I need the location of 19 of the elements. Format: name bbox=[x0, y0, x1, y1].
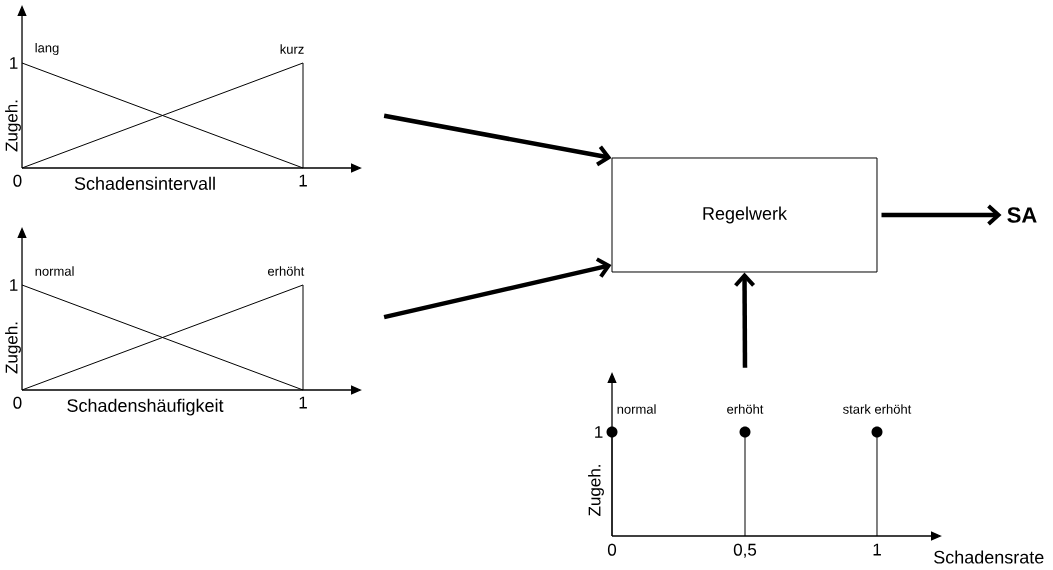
axis-label: Zugeh. bbox=[5, 322, 21, 374]
arrow bbox=[734, 272, 756, 368]
axis-label: kurz bbox=[280, 44, 304, 54]
axis-label: erhöht bbox=[727, 404, 764, 414]
arrow bbox=[383, 257, 612, 320]
axis-label: Schadensrate bbox=[934, 550, 1044, 564]
axis-label: lang bbox=[35, 42, 59, 56]
process-box: Regelwerk bbox=[611, 157, 878, 273]
arrow bbox=[383, 113, 612, 167]
axis-label: 0 bbox=[13, 396, 22, 409]
arrow bbox=[881, 204, 1002, 226]
axis-label: stark erhöht bbox=[843, 404, 912, 414]
output-label: SA bbox=[1007, 207, 1037, 223]
axis-label: erhöht bbox=[268, 266, 305, 276]
axis-label: normal bbox=[617, 404, 656, 414]
axis-label: normal bbox=[35, 266, 74, 276]
axis-label: 0 bbox=[13, 174, 22, 187]
axis-label: Zugeh. bbox=[5, 100, 21, 152]
axis-label: 1 bbox=[299, 174, 307, 187]
